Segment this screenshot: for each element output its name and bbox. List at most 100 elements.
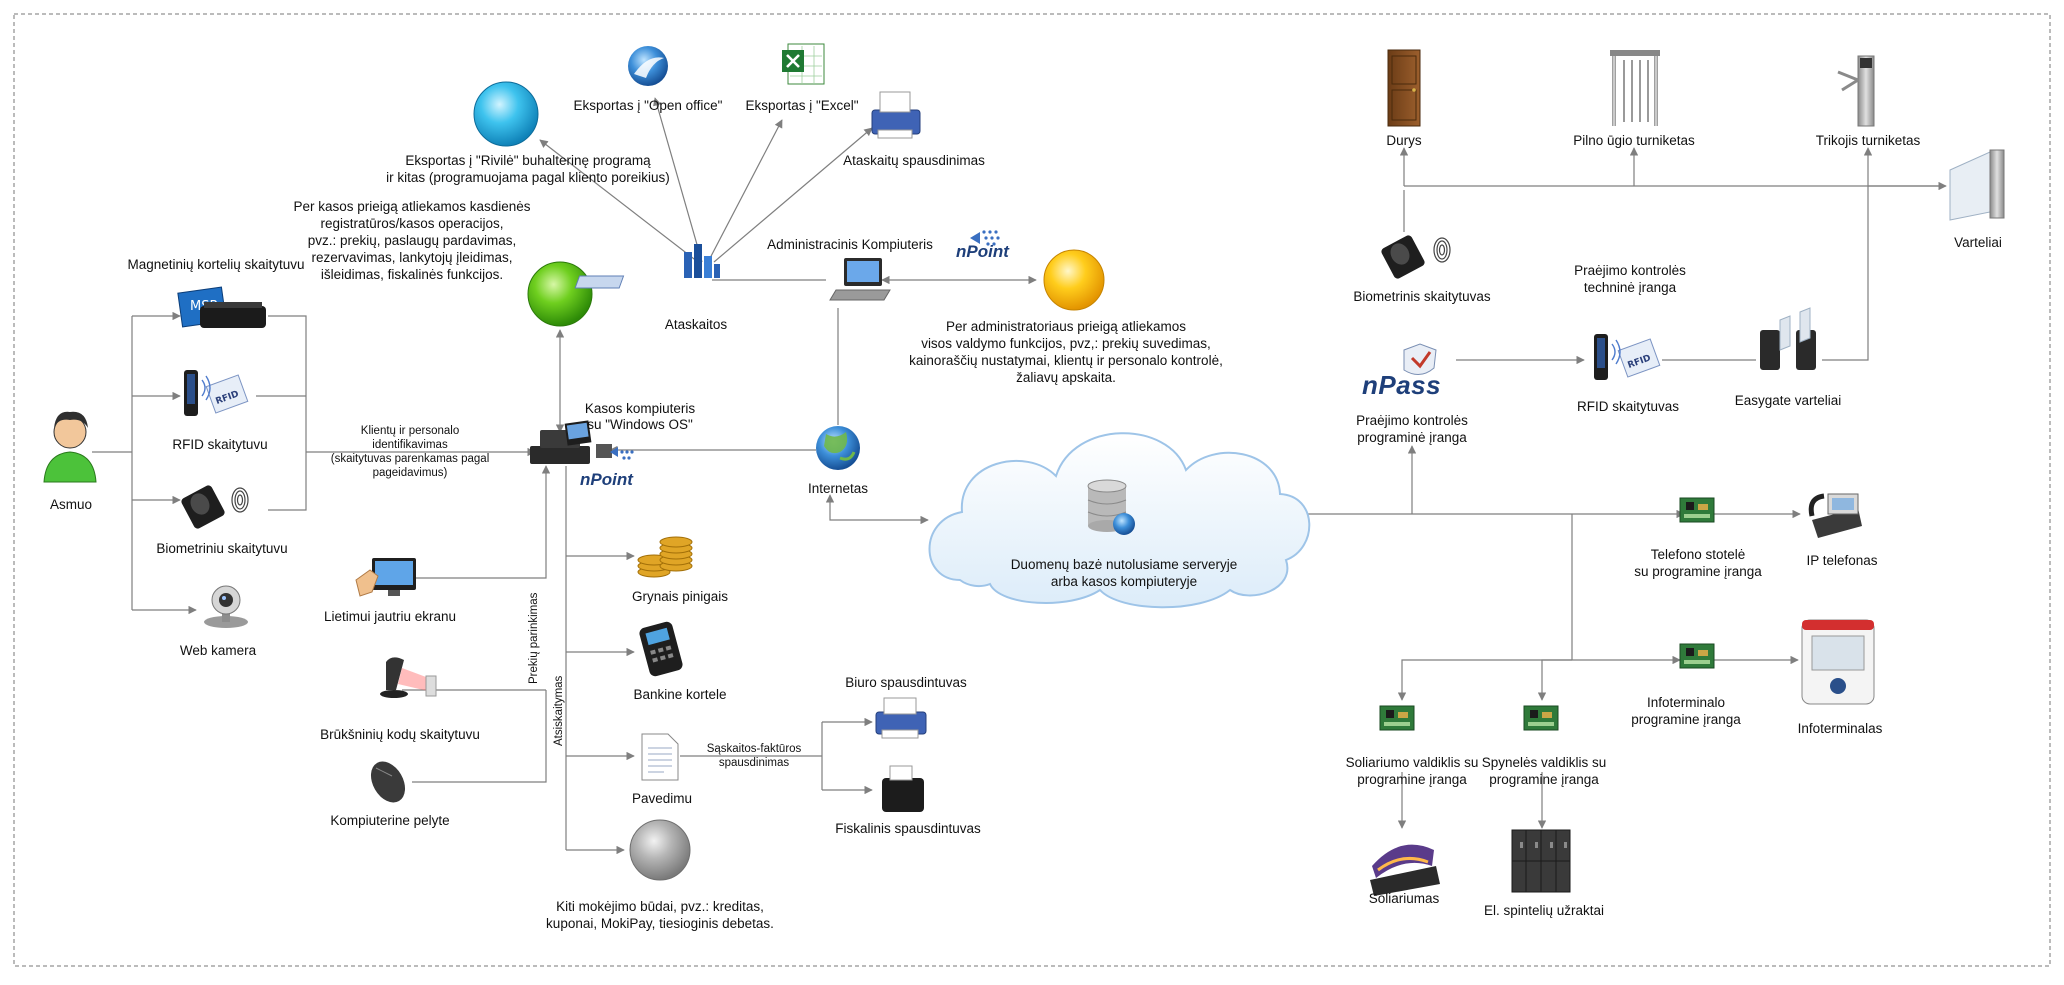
label-magnetic-reader: Magnetinių kortelių skaitytuvu — [127, 257, 305, 272]
door-icon — [1387, 49, 1421, 127]
label-person: Asmuo — [49, 497, 93, 512]
label-transfer: Pavedimu — [631, 791, 693, 806]
label-other-pay-2: kuponai, MokiPay, tiesioginis debetas. — [546, 916, 774, 931]
label-internet: Internetas — [807, 481, 869, 496]
phone-station-board-icon — [1679, 497, 1715, 523]
label-cash: Grynais pinigais — [631, 589, 729, 604]
magnetic-card-reader-icon: MSR — [177, 286, 266, 328]
rfid-reader-right-icon: RFID — [1594, 334, 1661, 380]
label-full-turnstile: Pilno ūgio turniketas — [1573, 133, 1695, 148]
label-sw-2: programinė įranga — [1357, 430, 1467, 445]
person-icon — [43, 411, 97, 483]
label-pos-1: Kasos kompiuteris — [584, 401, 696, 416]
internet-globe-icon — [816, 426, 860, 470]
label-sw-1: Praėjimo kontrolės — [1356, 413, 1468, 428]
biometric-reader-right-icon — [1381, 235, 1451, 279]
label-doors: Durys — [1386, 133, 1422, 148]
biometric-reader-left-icon — [181, 485, 249, 529]
openoffice-icon — [628, 46, 668, 86]
label-ident-2: identifikavimas — [372, 439, 448, 451]
web-camera-icon — [204, 585, 248, 628]
excel-icon — [782, 43, 825, 85]
label-admin-4: žaliavų apskaita. — [1016, 370, 1116, 385]
label-report-print: Ataskaitų spausdinimas — [843, 153, 985, 168]
label-phone-station-1: Telefono stotelė — [1650, 547, 1746, 562]
label-invoice-1: Sąskaitos-faktūros — [706, 743, 802, 755]
label-tripod: Trikojis turniketas — [1815, 133, 1921, 148]
label-solar-ctrl-2: programine įranga — [1357, 772, 1467, 787]
label-other-pay-1: Kiti mokėjimo būdai, pvz.: kreditas, — [556, 899, 764, 914]
label-settlement: Atsiskaitymas — [553, 675, 565, 746]
label-pos-2: su "Windows OS" — [587, 417, 693, 432]
label-db-1: Duomenų bazė nutolusiame serveryje — [1010, 557, 1238, 572]
npoint-logo-pos-text: nPoint — [580, 470, 633, 489]
label-rfid-right: RFID skaitytuvas — [1576, 399, 1680, 414]
label-cashier-4: rezervavimas, lankytojų įleidimas, — [311, 250, 513, 265]
invoice-document-icon — [641, 733, 679, 781]
label-cashier-3: pvz.: prekių, paslaugų pardavimas, — [307, 233, 517, 248]
label-gates: Varteliai — [1954, 235, 2002, 250]
label-solarium: Soliariumas — [1368, 891, 1440, 906]
npass-shield-icon — [1403, 343, 1437, 375]
label-rivile-2: ir kitas (programuojama pagal kliento po… — [386, 170, 670, 185]
dashed-frame — [13, 13, 2051, 967]
cashier-access-orb — [527, 261, 593, 327]
label-admin-pc: Administracinis Kompiuteris — [767, 237, 933, 252]
label-ip-phone: IP telefonas — [1806, 553, 1878, 568]
label-card: Bankine kortele — [633, 687, 727, 702]
label-invoice-2: spausdinimas — [718, 757, 790, 769]
label-admin-2: visos valdymo funkcijos, pvz,: prekių su… — [921, 336, 1211, 351]
label-openoffice: Eksportas į "Open office" — [573, 98, 723, 113]
label-bio-left: Biometriniu skaitytuvu — [156, 541, 288, 556]
cash-coins-icon — [637, 536, 693, 578]
card-terminal-icon — [639, 621, 683, 677]
lockers-icon — [1511, 829, 1571, 893]
label-cashier-1: Per kasos prieigą atliekamos kasdienės — [293, 199, 531, 214]
label-product-select: Prekių parinkimas — [528, 592, 540, 684]
label-hw-2: techninė įranga — [1583, 280, 1677, 295]
tripod-turnstile-icon — [1837, 55, 1875, 127]
ip-phone-icon — [1808, 493, 1862, 538]
locker-board-icon — [1523, 705, 1559, 731]
label-mouse: Kompiuterine pelyte — [330, 813, 450, 828]
label-locker-ctrl-1: Spynelės valdiklis su — [1481, 755, 1607, 770]
easygate-icon — [1760, 307, 1816, 370]
computer-mouse-icon — [370, 761, 406, 803]
label-office-printer: Biuro spausdintuvas — [845, 675, 967, 690]
database-server-icon — [1087, 479, 1135, 535]
label-rfid-left: RFID skaitytuvu — [172, 437, 268, 452]
other-payment-orb — [629, 819, 691, 881]
label-infoterminals: Infoterminalas — [1797, 721, 1883, 736]
reports-icon — [574, 244, 720, 289]
infoterminal-icon — [1801, 619, 1875, 705]
label-bio-right: Biometrinis skaitytuvas — [1353, 289, 1491, 304]
label-infoterm-ctrl-2: programine įranga — [1631, 712, 1741, 727]
admin-access-orb — [1043, 249, 1105, 311]
full-height-turnstile-icon — [1610, 50, 1660, 126]
label-db-2: arba kasos kompiuteryje — [1050, 574, 1198, 589]
solarium-icon — [1370, 844, 1440, 896]
label-touchscreen: Lietimui jautriu ekranu — [323, 609, 457, 624]
label-infoterm-ctrl-1: Infoterminalo — [1646, 695, 1726, 710]
npoint-logo-admin-text: nPoint — [956, 242, 1009, 261]
label-ident-3: (skaitytuvas parenkamas pagal — [330, 453, 490, 465]
fiscal-printer-icon — [882, 765, 924, 812]
label-rivile-1: Eksportas į "Rivilė" buhalterinę program… — [405, 153, 651, 168]
label-solar-ctrl-1: Soliariumo valdiklis su — [1345, 755, 1479, 770]
npass-logo-text: nPass — [1362, 370, 1442, 400]
label-lockers: El. spintelių užraktai — [1483, 903, 1605, 918]
label-admin-1: Per administratoriaus prieigą atliekamos — [945, 319, 1187, 334]
label-webcam: Web kamera — [179, 643, 257, 658]
admin-laptop-icon — [829, 258, 891, 301]
rfid-reader-left-icon: RFID — [184, 370, 249, 416]
barcode-scanner-icon — [380, 657, 437, 698]
touch-screen-icon — [355, 558, 416, 597]
label-hw-1: Praėjimo kontrolės — [1574, 263, 1686, 278]
label-easygate: Easygate varteliai — [1734, 393, 1842, 408]
label-phone-station-2: su programine įranga — [1634, 564, 1762, 579]
label-barcode: Brūkšninių kodų skaitytuvu — [320, 727, 480, 742]
label-excel: Eksportas į "Excel" — [745, 98, 859, 113]
office-printer-icon — [875, 697, 927, 739]
label-reports: Ataskaitos — [664, 317, 728, 332]
